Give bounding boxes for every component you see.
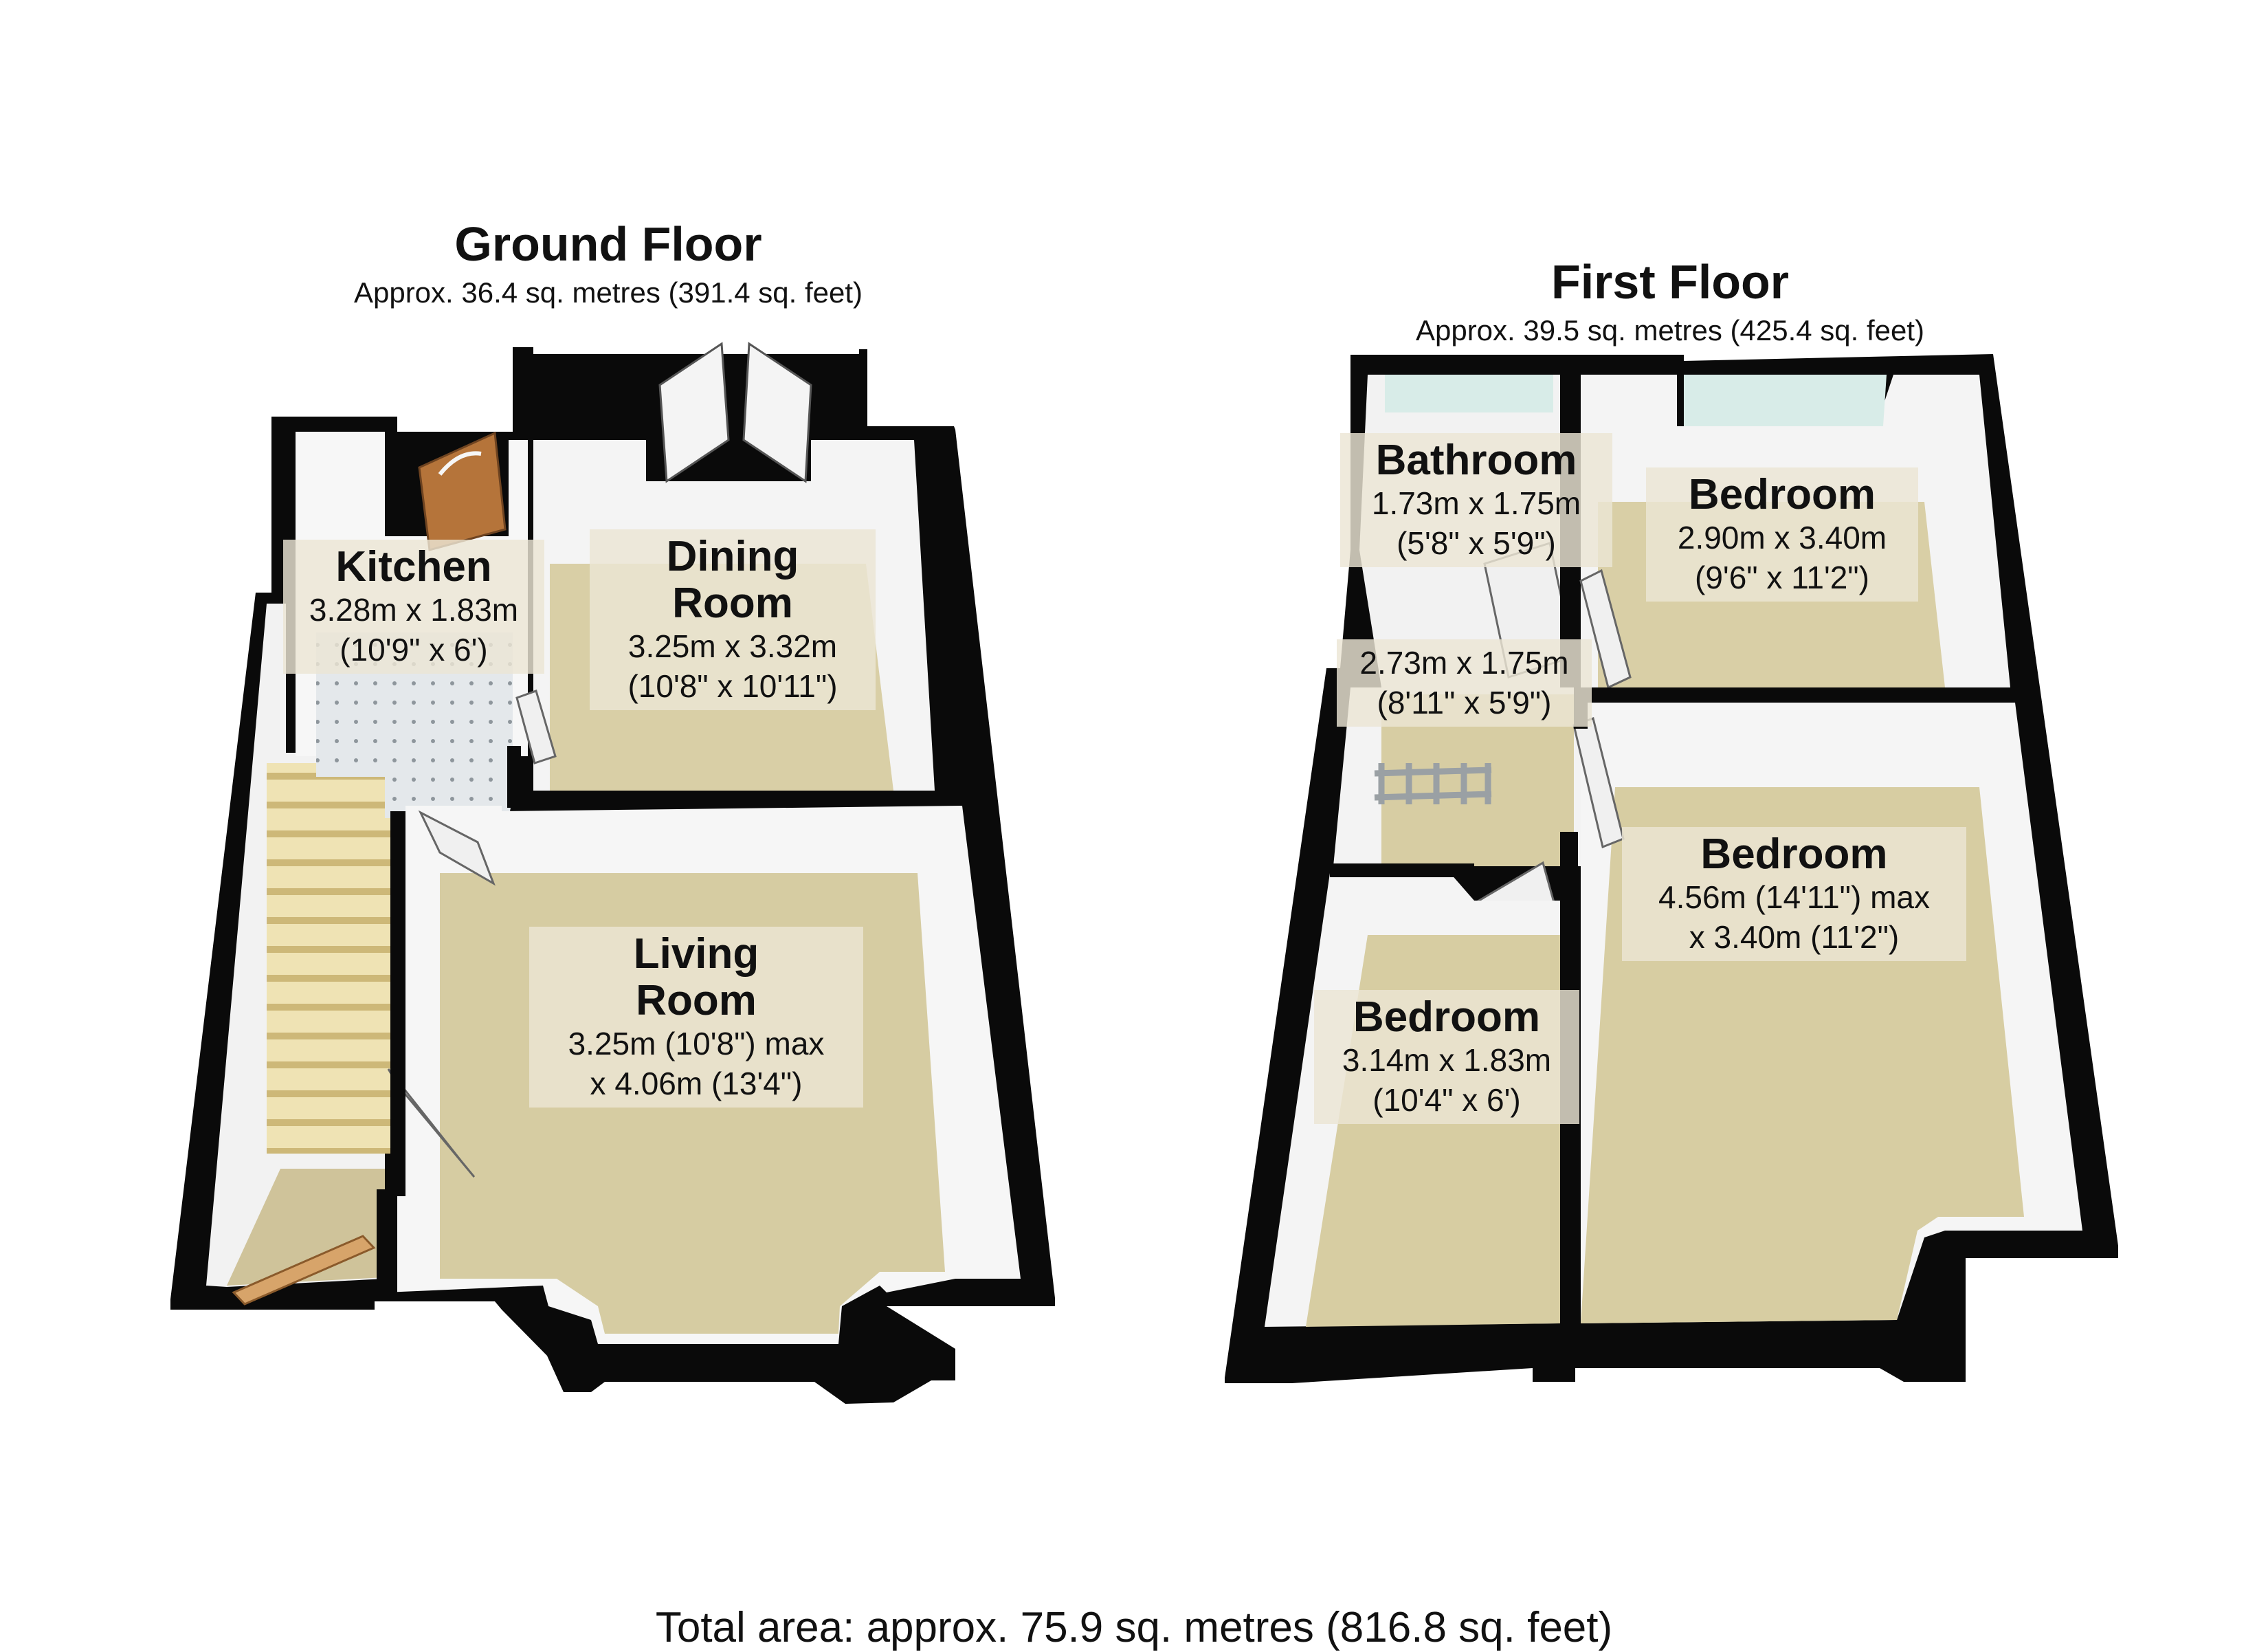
stair-wall (390, 811, 405, 1196)
interior-wall-kitchen-hall (507, 746, 521, 808)
french-door-right (742, 342, 812, 483)
ground-floor-area: Approx. 36.4 sq. metres (391.4 sq. feet) (353, 276, 863, 309)
dining-room-label: Dining Room 3.25m x 3.32m (10'8" x 10'11… (590, 529, 876, 711)
kitchen-dimensions-metric: 3.28m x 1.83m (309, 592, 519, 628)
first-floor-area: Approx. 39.5 sq. metres (425.4 sq. feet) (1415, 314, 1925, 346)
kitchen-back-door (418, 431, 507, 551)
dining-room-name: Dining (666, 533, 799, 580)
living-room-dimensions-imperial: x 4.06m (13'4") (590, 1065, 803, 1101)
stair-railing (1374, 763, 1492, 804)
stairs (267, 763, 390, 1154)
interior-wall-landing-small-bedroom (1330, 863, 1474, 877)
bathroom-dimensions-metric: 1.73m x 1.75m (1371, 485, 1581, 522)
french-door-left (658, 342, 730, 483)
bathroom-dimensions-imperial: (5'8" x 5'9") (1397, 525, 1556, 561)
dining-room-dimensions-metric: 3.25m x 3.32m (627, 628, 838, 665)
dining-room-dimensions-imperial: (10'8" x 10'11") (627, 668, 838, 704)
living-room-door-upper (418, 810, 496, 886)
back-bedroom-dimensions-metric: 2.90m x 3.40m (1677, 520, 1887, 556)
small-bedroom-dimensions-metric: 3.14m x 1.83m (1342, 1042, 1552, 1079)
back-bedroom-dimensions-imperial: (9'6" x 11'2") (1695, 559, 1869, 595)
landing-label: 2.73m x 1.75m (8'11" x 5'9") (1337, 639, 1592, 727)
stair-wall-lower (377, 1189, 397, 1299)
back-bedroom-window (1684, 375, 1887, 426)
small-bedroom-label: Bedroom 3.14m x 1.83m (10'4" x 6') (1314, 990, 1579, 1125)
landing-dimensions-imperial: (8'11" x 5'9") (1377, 684, 1552, 720)
kitchen-dimensions-imperial: (10'9" x 6') (340, 631, 488, 668)
dining-kitchen-door (515, 690, 557, 764)
dining-room-name-line2: Room (672, 580, 793, 628)
kitchen-label: Kitchen 3.28m x 1.83m (10'9" x 6') (283, 540, 544, 674)
small-bedroom-dimensions-imperial: (10'4" x 6') (1372, 1081, 1521, 1118)
front-bedroom-dimensions-metric: 4.56m (14'11") max (1658, 879, 1930, 916)
front-door (232, 1235, 376, 1306)
small-bedroom-name: Bedroom (1353, 993, 1541, 1041)
ground-floor-title: Ground Floor (454, 217, 762, 271)
living-room-dimensions-metric: 3.25m (10'8") max (568, 1026, 825, 1062)
bathroom-label: Bathroom 1.73m x 1.75m (5'8" x 5'9") (1340, 433, 1612, 568)
landing-floor (1381, 694, 1574, 866)
bathroom-name: Bathroom (1375, 437, 1577, 484)
back-bedroom-door (1579, 569, 1632, 690)
front-bedroom-dimensions-imperial: x 3.40m (11'2") (1689, 918, 1900, 955)
ground-floor-plan (170, 342, 1055, 1404)
front-bedroom-name: Bedroom (1700, 830, 1888, 878)
living-room-name: Living (633, 930, 759, 978)
landing-dimensions-metric: 2.73m x 1.75m (1359, 645, 1569, 681)
door-window-arc (438, 451, 482, 476)
total-area: Total area: approx. 75.9 sq. metres (816… (655, 1604, 1613, 1651)
kitchen-name: Kitchen (335, 543, 492, 591)
interior-wall-back-front (1578, 687, 2018, 703)
bathroom-window (1385, 375, 1553, 412)
back-bedroom-name: Bedroom (1688, 471, 1876, 518)
first-floor-title: First Floor (1550, 255, 1790, 309)
living-room-name-line2: Room (636, 977, 757, 1025)
interior-wall-dining-living (509, 791, 935, 806)
front-bedroom-label: Bedroom 4.56m (14'11") max x 3.40m (11'2… (1622, 827, 1966, 962)
living-room-label: Living Room 3.25m (10'8") max x 4.06m (1… (529, 927, 863, 1108)
back-bedroom-label: Bedroom 2.90m x 3.40m (9'6" x 11'2") (1646, 467, 1918, 602)
